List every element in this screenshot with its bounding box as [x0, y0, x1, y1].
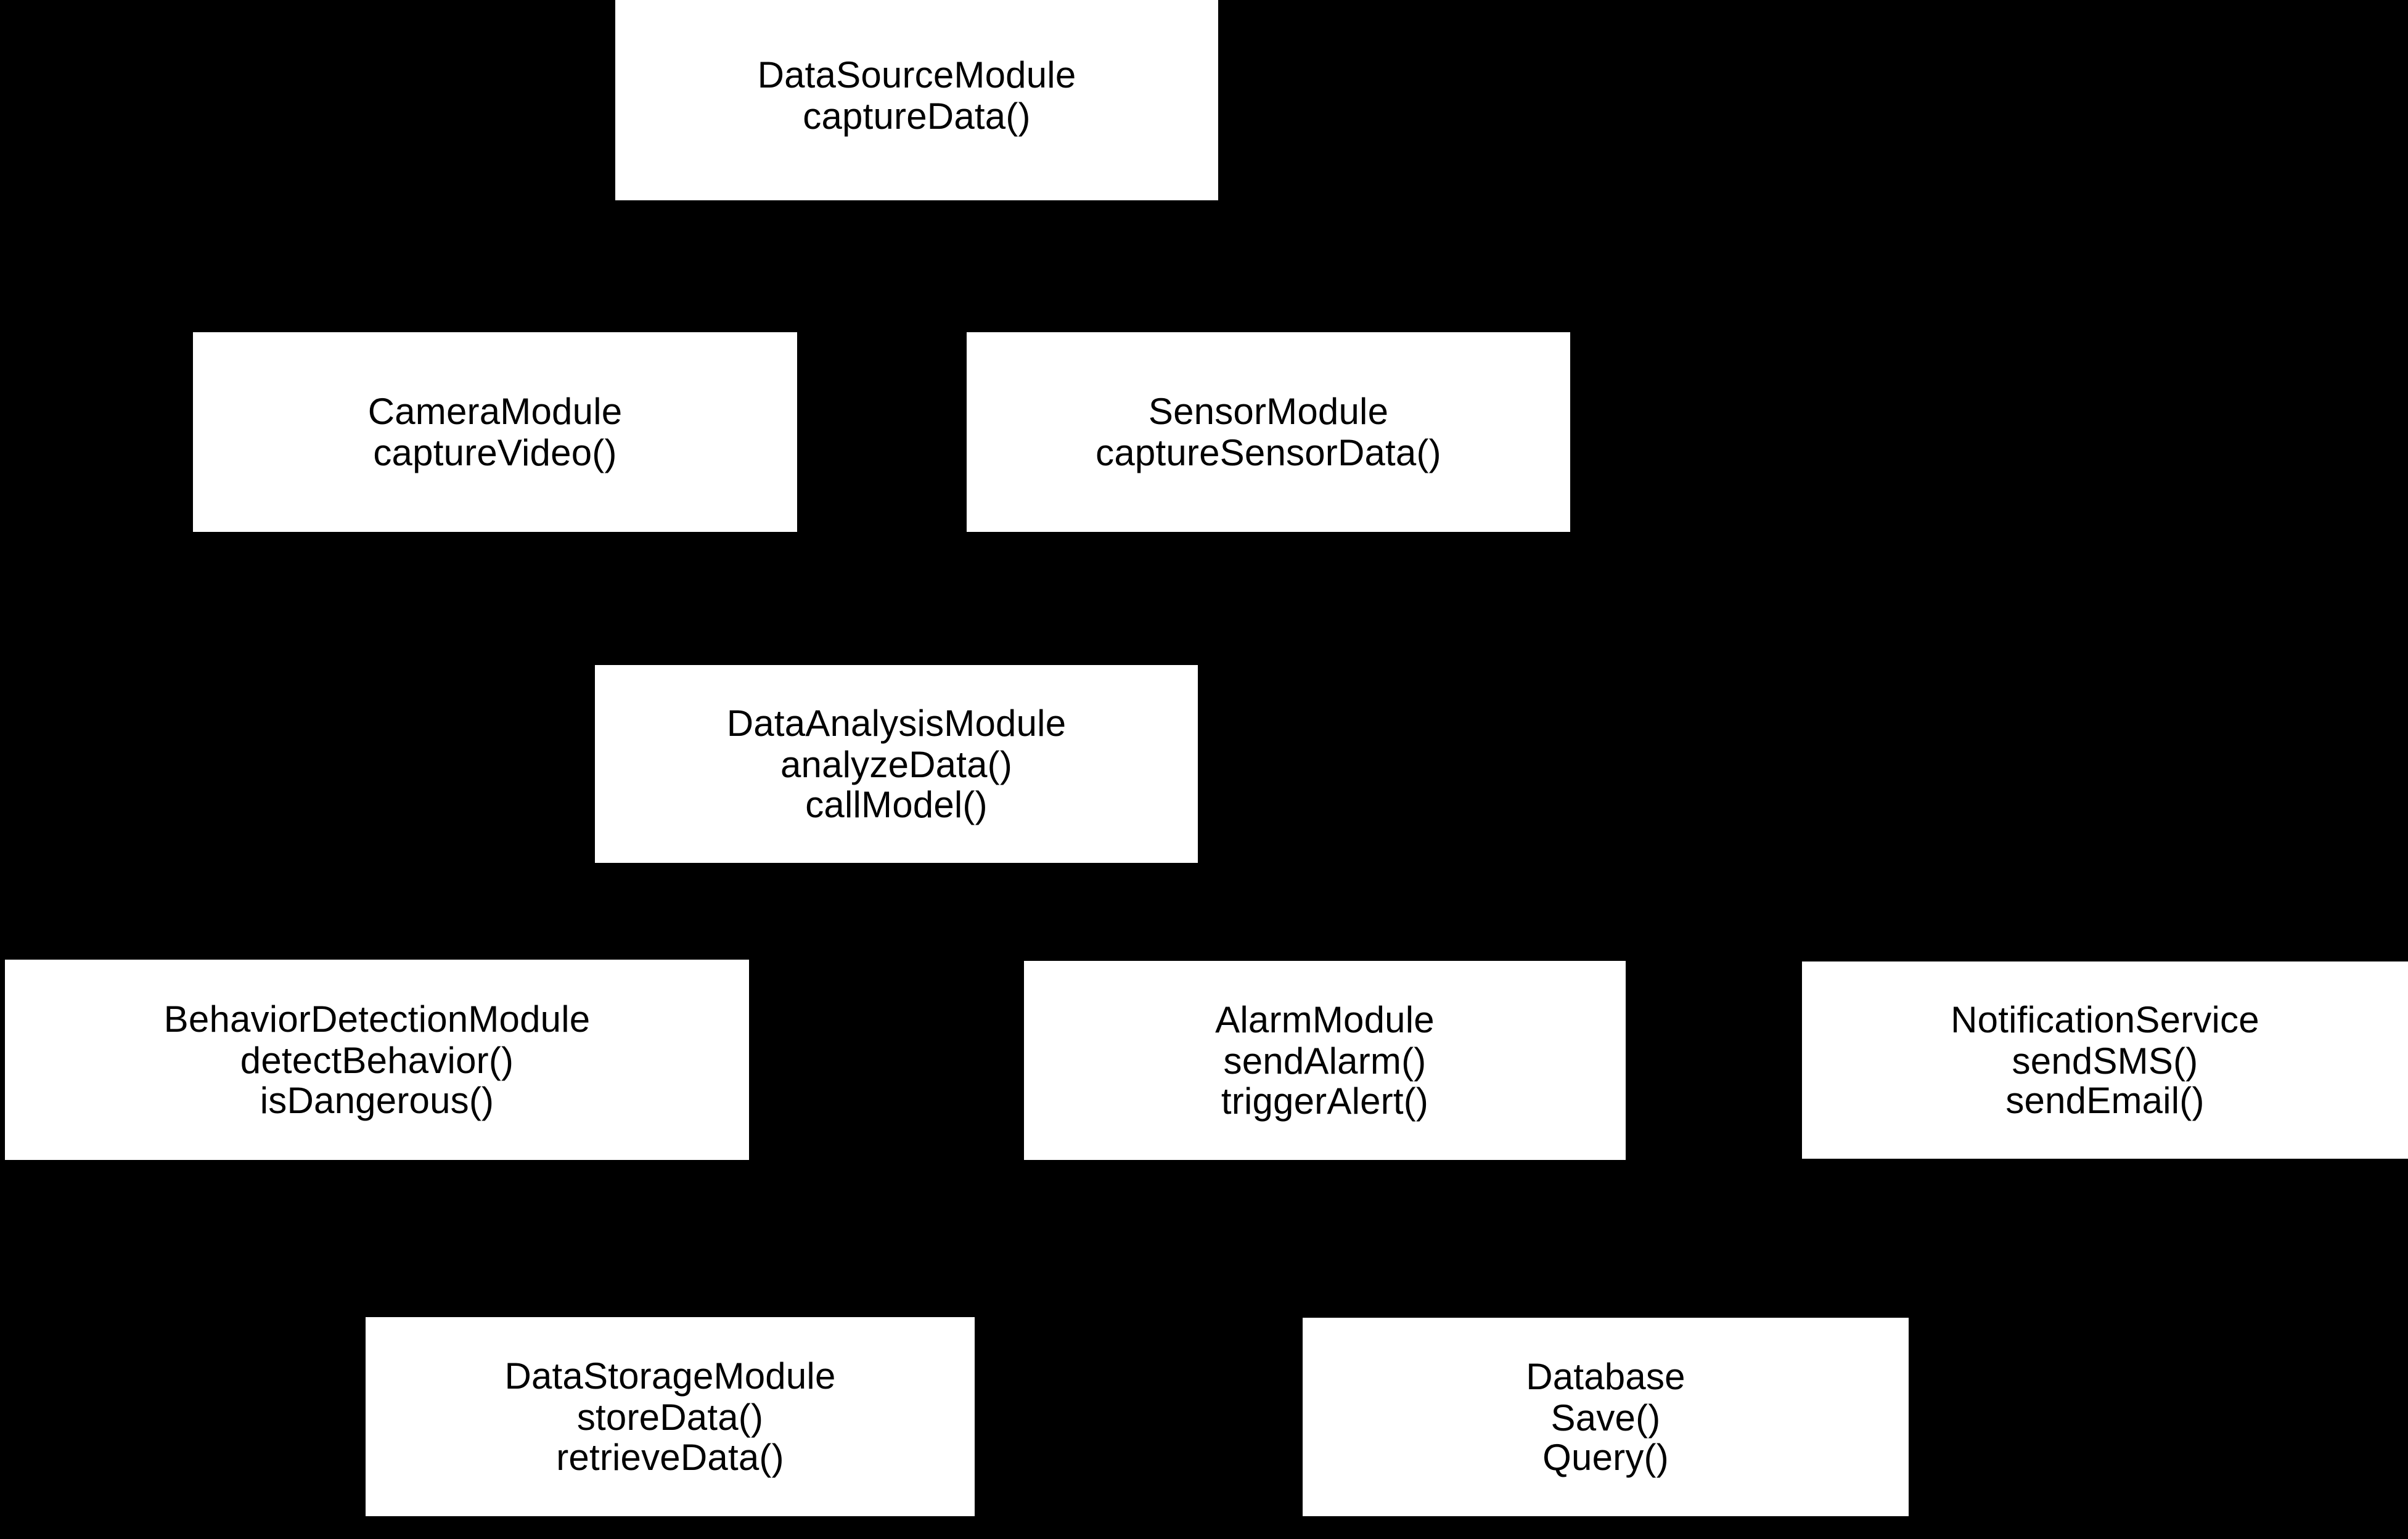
- class-operation: captureSensorData(): [1095, 432, 1441, 473]
- class-operation: callModel(): [805, 783, 988, 825]
- connector-edge-dataanalysis-alarm: [895, 863, 1321, 962]
- class-name: DataAnalysisModule: [726, 703, 1067, 745]
- connector-edge-camera-dataanalysis: [493, 532, 897, 666]
- class-name: SensorModule: [1148, 390, 1389, 432]
- arrowhead-icon-edge-dataanalysis-behavior: [369, 939, 420, 964]
- class-operation: captureData(): [803, 96, 1031, 137]
- class-name: NotificationService: [1951, 998, 2259, 1040]
- class-name: DataStorageModule: [504, 1355, 836, 1397]
- connector-edge-dataanalysis-behavior: [393, 863, 898, 961]
- class-operation: detectBehavior(): [240, 1040, 514, 1082]
- arrowhead-icon-edge-behavior-datastorage: [644, 1296, 696, 1321]
- class-operation: captureVideo(): [373, 432, 617, 473]
- class-name: BehaviorDetectionModule: [163, 998, 591, 1040]
- arrowhead-icon-edge-datastorage-database: [1579, 1297, 1631, 1322]
- arrowhead-icon-edge-camera-dataanalysis: [869, 644, 921, 669]
- class-operation: storeData(): [576, 1397, 764, 1439]
- arrowhead-icon-edge-alarm-notification: [2070, 941, 2122, 966]
- class-name: CameraModule: [367, 390, 623, 432]
- class-operation: sendSMS(): [2012, 1040, 2198, 1082]
- class-operation: sendEmail(): [2005, 1080, 2205, 1122]
- arrowhead-icon-edge-datasource-camera: [471, 311, 523, 337]
- class-operation: Query(): [1542, 1437, 1669, 1479]
- class-operation: analyzeData(): [780, 744, 1013, 786]
- class-operation: Save(): [1550, 1397, 1661, 1439]
- arrowhead-icon-edge-dataanalysis-alarm: [1293, 940, 1345, 965]
- class-operation: isDangerous(): [260, 1079, 494, 1121]
- connector-edge-datasource-sensor: [915, 200, 1251, 333]
- class-name: Database: [1526, 1355, 1685, 1397]
- connector-edge-behavior-datastorage: [375, 1160, 672, 1318]
- class-operation: sendAlarm(): [1223, 1040, 1427, 1082]
- class-operation: retrieveData(): [556, 1436, 784, 1478]
- class-name: DataSourceModule: [757, 54, 1076, 96]
- arrowhead-icon-edge-datasource-sensor: [1223, 311, 1275, 337]
- connector-edge-datasource-camera: [495, 200, 919, 333]
- class-name: AlarmModule: [1215, 999, 1435, 1041]
- class-operation: triggerAlert(): [1221, 1080, 1429, 1122]
